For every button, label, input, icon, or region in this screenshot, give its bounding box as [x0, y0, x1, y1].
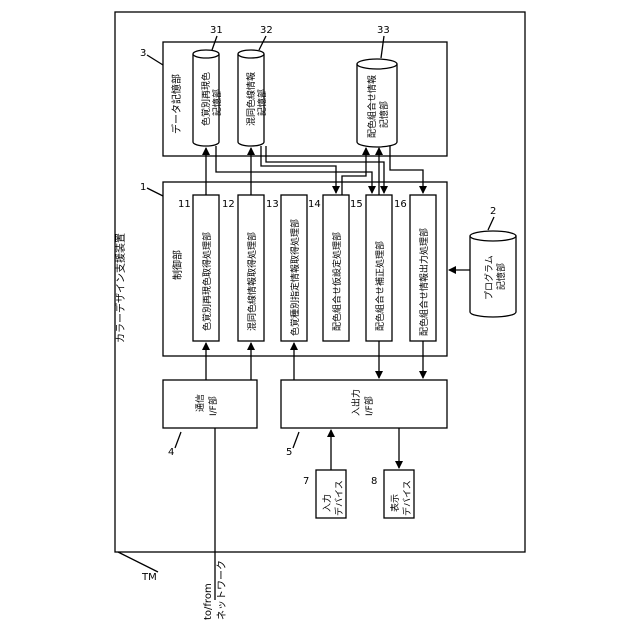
proc-unit-13-label: 色覚種別指定情報取得処理部: [289, 219, 301, 336]
program-storage-line2: 記憶部: [495, 263, 507, 290]
program-storage: プログラム 記憶部 2: [470, 206, 516, 317]
storage-unit-33-line2: 記憶部: [378, 101, 390, 128]
proc-unit-14-ref: 14: [308, 199, 321, 210]
proc-unit-12-label: 混同色線情報取得処理部: [246, 232, 258, 331]
data-storage-label: データ記憶部: [170, 74, 183, 134]
control-leader: [147, 188, 163, 196]
storage-unit-32-line1: 混同色線情報: [245, 72, 257, 126]
io-if-line2: I/F部: [363, 396, 375, 416]
control-label: 制御部: [171, 250, 184, 280]
tm-label: TM: [141, 572, 157, 583]
storage-unit-33-line1: 配色組合せ情報: [366, 75, 378, 138]
proc-unit-13-ref: 13: [266, 199, 279, 210]
storage-unit-31-line2: 記憶部: [211, 89, 223, 116]
proc-unit-14-label: 配色組合せ仮設定処理部: [331, 232, 343, 331]
display-device-line2: デバイス: [401, 480, 413, 516]
data-storage-ref: 3: [140, 48, 146, 59]
display-device-line1: 表示: [389, 494, 401, 512]
proc-unit-15-label: 配色組合せ補正処理部: [374, 241, 386, 331]
io-if-ref: 5: [286, 447, 292, 458]
proc-unit-15-ref: 15: [350, 199, 363, 210]
data-storage-leader: [147, 55, 163, 65]
network-label-line2: ネットワーク: [216, 560, 228, 620]
io-if-box: [281, 380, 447, 428]
program-storage-ref: 2: [490, 206, 496, 217]
network-label-line1: to/from: [203, 583, 214, 620]
proc-unit-16-label: 配色組合せ情報出力処理部: [418, 228, 430, 336]
comm-if-ref: 4: [168, 447, 174, 458]
comm-if-line1: 通信: [194, 394, 206, 412]
comm-if-line2: I/F部: [207, 396, 219, 416]
storage-unit-32-ref: 32: [260, 25, 273, 36]
storage-unit-31-line1: 色覚別再現色: [200, 72, 212, 126]
input-device-line1: 入力: [321, 494, 333, 512]
input-device-line2: デバイス: [333, 480, 345, 516]
tm-leader: [118, 552, 158, 572]
storage-unit-31-ref: 31: [210, 25, 223, 36]
proc-unit-16-ref: 16: [394, 199, 407, 210]
proc-unit-12-ref: 12: [222, 199, 235, 210]
input-device-ref: 7: [303, 476, 309, 487]
apparatus-label: カラーデザイン支援装置: [114, 233, 127, 343]
control-ref: 1: [140, 182, 146, 193]
storage-unit-33-ref: 33: [377, 25, 390, 36]
proc-unit-11-ref: 11: [178, 199, 191, 210]
proc-unit-11-label: 色覚別再現色取得処理部: [201, 232, 213, 331]
storage-unit-32-line2: 記憶部: [256, 89, 268, 116]
program-storage-line1: プログラム: [483, 255, 495, 300]
io-if-line1: 入出力: [350, 389, 362, 416]
display-device-ref: 8: [371, 476, 377, 487]
